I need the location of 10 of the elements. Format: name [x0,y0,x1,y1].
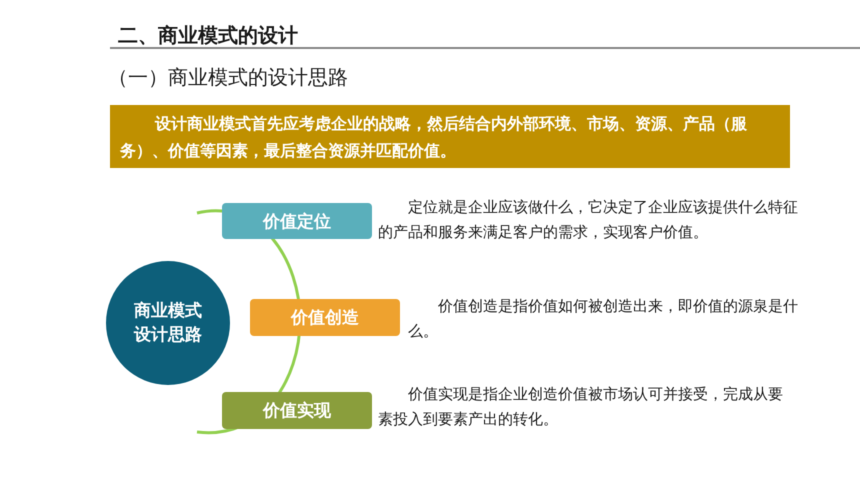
subtitle: （一）商业模式的设计思路 [108,64,348,91]
topic-circle: 商业模式设计思路 [106,261,230,385]
description-text: 价值实现是指企业创造价值被市场认可并接受，完成从要素投入到要素产出的转化。 [378,384,784,430]
description-text: 定位就是企业应该做什么，它决定了企业应该提供什么特征的产品和服务来满足客户的需求，实现客户价值。 [378,197,799,243]
process-box: 价值创造 [250,299,400,336]
summary-banner: 设计商业模式首先应考虑企业的战略，然后结合内外部环境、市场、资源、产品（服务）、价值等因素，最后整合资源并匹配价值。 [110,105,790,168]
description-text: 价值创造是指价值如何被创造出来，即价值的源泉是什么。 [408,296,799,342]
process-box: 价值定位 [222,203,372,239]
slide-title: 二、商业模式的设计 [118,22,298,49]
process-box: 价值实现 [222,392,372,429]
